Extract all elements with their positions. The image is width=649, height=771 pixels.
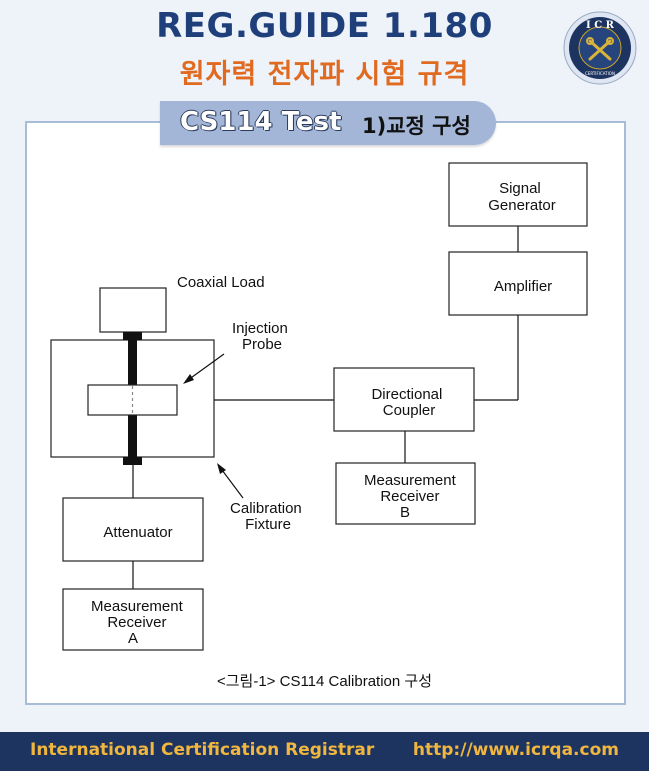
connector-top [123, 332, 142, 340]
amplifier-label: Amplifier [494, 278, 552, 295]
arrow-calibration-fixture [221, 469, 244, 499]
section-tab: CS114 Test 1)교정 구성 [160, 101, 496, 145]
coaxial-load-box [99, 287, 167, 333]
directional-coupler-label: Directional Coupler [371, 386, 446, 419]
arrow-calibration-fixture-head [217, 463, 226, 474]
receiver-b-box [335, 462, 476, 525]
injection-probe-label: Injection Probe [232, 320, 292, 353]
svg-text:I C R: I C R [586, 20, 615, 31]
receiver-a-label: Measurement Receiver A [91, 598, 187, 647]
arrow-injection-probe-head [183, 374, 194, 384]
amplifier-box [448, 251, 588, 316]
svg-text:CERTIFICATION: CERTIFICATION [585, 71, 615, 76]
coaxial-load-label: Coaxial Load [177, 274, 265, 291]
receiver-b-label: Measurement Receiver B [364, 472, 460, 521]
signal-generator-box [448, 162, 588, 227]
section-label: 1)교정 구성 [362, 114, 471, 138]
footer-bar: International Certification Registrar ht… [0, 732, 649, 771]
calibration-fixture-label: Calibration Fixture [230, 500, 306, 533]
conductor-upper [128, 340, 137, 385]
directional-coupler-box [333, 367, 475, 432]
footer-url-link[interactable]: http://www.icrqa.com [412, 740, 619, 760]
page-subtitle: 원자력 전자파 시험 규격 [179, 59, 470, 90]
receiver-a-box [62, 588, 204, 651]
conductor-lower [128, 415, 137, 457]
signal-generator-label: Signal Generator [488, 180, 556, 214]
page-title: REG.GUIDE 1.180 [156, 6, 493, 46]
connector-bottom [123, 457, 142, 465]
test-name-label: CS114 Test [180, 107, 342, 137]
icr-seal-logo: I C R CERTIFICATION [563, 11, 637, 85]
footer-org: International Certification Registrar [30, 740, 375, 760]
figure-caption: <그림-1> CS114 Calibration 구성 [216, 673, 432, 690]
attenuator-label: Attenuator [103, 524, 172, 541]
attenuator-box [62, 497, 204, 562]
arrow-injection-probe [187, 353, 225, 381]
